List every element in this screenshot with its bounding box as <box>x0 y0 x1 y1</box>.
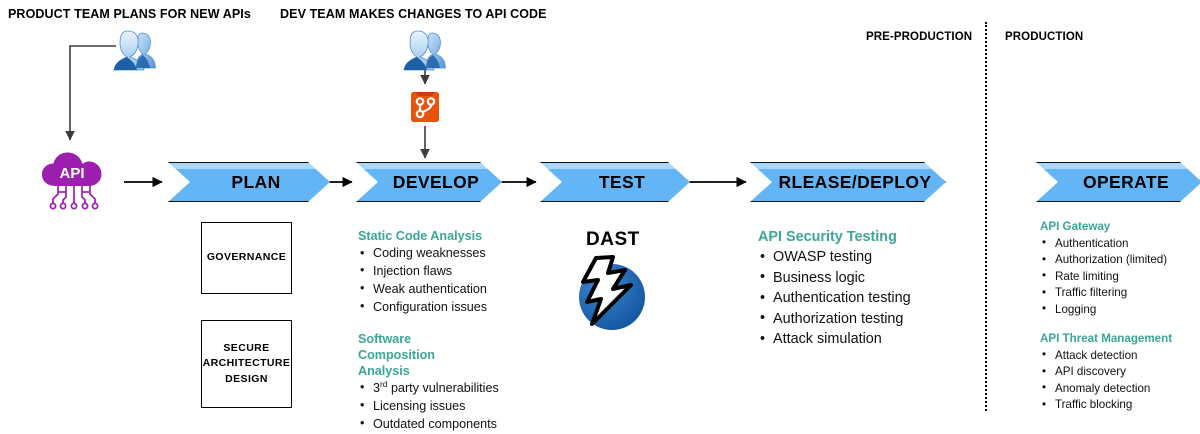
pipeline-stage-label: RLEASE/DEPLOY <box>778 171 932 192</box>
block-list-item: Coding weaknesses <box>358 245 508 263</box>
block-heading: API Security Testing <box>758 229 897 245</box>
block-list-item: Traffic filtering <box>1040 285 1172 302</box>
block-list-item: Authentication <box>1040 235 1172 252</box>
block-list-item: OWASP testing <box>758 247 911 268</box>
block-list-item: 3rd party vulnerabilities <box>358 378 508 398</box>
box-governance: GOVERNANCE <box>201 222 292 294</box>
block-list-item: Authentication testing <box>758 288 911 309</box>
block-list-item: Authorization testing <box>758 308 911 329</box>
block-gap <box>358 317 508 331</box>
pipeline-stage-label: OPERATE <box>1082 171 1170 192</box>
pipeline-stage-plan[interactable]: PLAN <box>168 162 330 202</box>
caption-product-team: PRODUCT TEAM PLANS FOR NEW APIs <box>8 7 251 21</box>
pre-production-production-divider <box>985 22 987 411</box>
api-cloud-label: API <box>59 165 84 182</box>
block-heading: Static Code Analysis <box>358 229 483 243</box>
block-list-item: API discovery <box>1040 364 1172 381</box>
block-list: AuthenticationAuthorization (limited)Rat… <box>1040 235 1172 318</box>
block-heading: Software Composition Analysis <box>358 331 435 378</box>
block-list-item: Configuration issues <box>358 298 508 317</box>
lightning-bolt-icon <box>579 255 645 330</box>
chevron-gloss <box>1037 163 1200 169</box>
block-list: Coding weaknessesInjection flawsWeak aut… <box>358 245 508 317</box>
caption-production: PRODUCTION <box>1005 31 1084 43</box>
caption-pre-production: PRE-PRODUCTION <box>866 31 973 43</box>
production-detail-block: API GatewayAuthenticationAuthorization (… <box>1040 220 1172 414</box>
box-label: GOVERNANCE <box>206 251 287 264</box>
box-secure-architecture-design: SECURE ARCHITECTURE DESIGN <box>201 320 292 408</box>
block-list-item: Anomaly detection <box>1040 380 1172 397</box>
pipeline-stage-label: TEST <box>598 171 646 192</box>
block-list: 3rd party vulnerabilitiesLicensing issue… <box>358 378 508 434</box>
block-list: Attack detectionAPI discoveryAnomaly det… <box>1040 347 1172 414</box>
block-list-item: Licensing issues <box>358 397 508 416</box>
test-detail-block: API Security TestingOWASP testingBusines… <box>758 228 911 350</box>
block-list-item: Attack detection <box>1040 347 1172 364</box>
dast-label: DAST <box>586 229 640 250</box>
git-branch-icon <box>411 92 439 122</box>
block-list-item: Traffic blocking <box>1040 397 1172 414</box>
block-heading: API Threat Management <box>1040 332 1173 346</box>
chevron-gloss <box>169 163 329 169</box>
diagram-canvas: PRODUCT TEAM PLANS FOR NEW APIs DEV TEAM… <box>0 0 1200 411</box>
caption-dev-team: DEV TEAM MAKES CHANGES TO API CODE <box>280 7 547 21</box>
chevron-gloss <box>357 163 501 169</box>
block-list-item: Attack simulation <box>758 329 911 350</box>
pipeline-stage-label: PLAN <box>231 171 281 192</box>
block-list-item: Business logic <box>758 267 911 288</box>
people-icon <box>113 30 156 71</box>
chevron-gloss <box>751 163 945 169</box>
block-list: OWASP testingBusiness logicAuthenticatio… <box>758 247 911 350</box>
block-list-item: Authorization (limited) <box>1040 252 1172 269</box>
block-list-item: Rate limiting <box>1040 268 1172 285</box>
block-gap <box>1040 318 1172 332</box>
pipeline-stage-test[interactable]: TEST <box>540 162 690 202</box>
block-heading: API Gateway <box>1040 220 1111 233</box>
ordinal-suffix: rd <box>380 378 388 389</box>
people-icon <box>403 30 446 71</box>
develop-detail-block: Static Code AnalysisCoding weaknessesInj… <box>358 228 508 434</box>
pipeline-stage-release-deploy[interactable]: RLEASE/DEPLOY <box>750 162 946 202</box>
api-cloud-icon: API <box>42 152 102 210</box>
connector-arrows <box>65 45 747 188</box>
pipeline-stage-label: DEVELOP <box>392 171 480 192</box>
pipeline-stage-develop[interactable]: DEVELOP <box>356 162 502 202</box>
block-list-item: Injection flaws <box>358 262 508 281</box>
box-label: SECURE ARCHITECTURE DESIGN <box>202 342 291 385</box>
pipeline-stage-operate[interactable]: OPERATE <box>1036 162 1200 202</box>
chevron-gloss <box>541 163 689 169</box>
block-list-item: Weak authentication <box>358 280 508 299</box>
block-list-item: Outdated components <box>358 415 508 434</box>
block-list-item: Logging <box>1040 301 1172 318</box>
